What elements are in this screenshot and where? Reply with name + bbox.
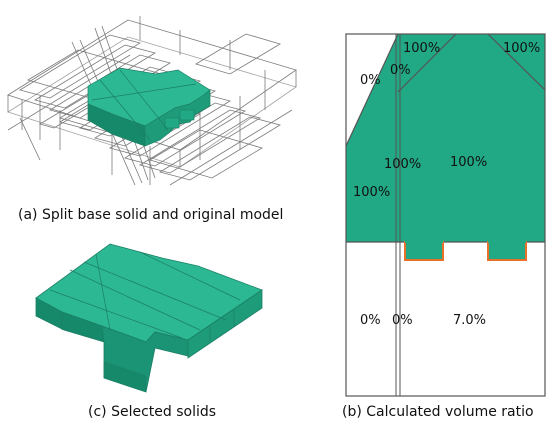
ratio-label-bottom-mid: 0% bbox=[392, 313, 413, 328]
caption-c: (c) Selected solids bbox=[88, 404, 217, 420]
ratio-frame bbox=[345, 33, 546, 397]
volume-ratio-panel: 100% 0% 100% 0% 100% 100% 100% 0% 0% 7.0… bbox=[345, 33, 546, 397]
ratio-label-center-left: 100% bbox=[384, 157, 421, 172]
notch-left bbox=[404, 241, 444, 261]
ratio-label-top-right: 100% bbox=[503, 41, 540, 56]
selected-solids-side bbox=[187, 289, 263, 359]
selected-solids bbox=[35, 243, 263, 393]
ratio-label-lower-left: 100% bbox=[353, 185, 390, 200]
caption-b: (b) Calculated volume ratio bbox=[342, 404, 534, 420]
split-base-solid bbox=[87, 67, 211, 147]
ratio-label-top-mid: 0% bbox=[390, 63, 411, 78]
ratio-label-bottom-right: 7.0% bbox=[453, 313, 486, 328]
ratio-label-bottom-left: 0% bbox=[360, 313, 381, 328]
ratio-label-left-zero: 0% bbox=[360, 73, 381, 88]
ratio-label-center: 100% bbox=[450, 155, 487, 170]
notch-right bbox=[487, 241, 527, 261]
caption-a: (a) Split base solid and original model bbox=[18, 207, 284, 223]
ratio-label-top-left: 100% bbox=[403, 41, 440, 56]
